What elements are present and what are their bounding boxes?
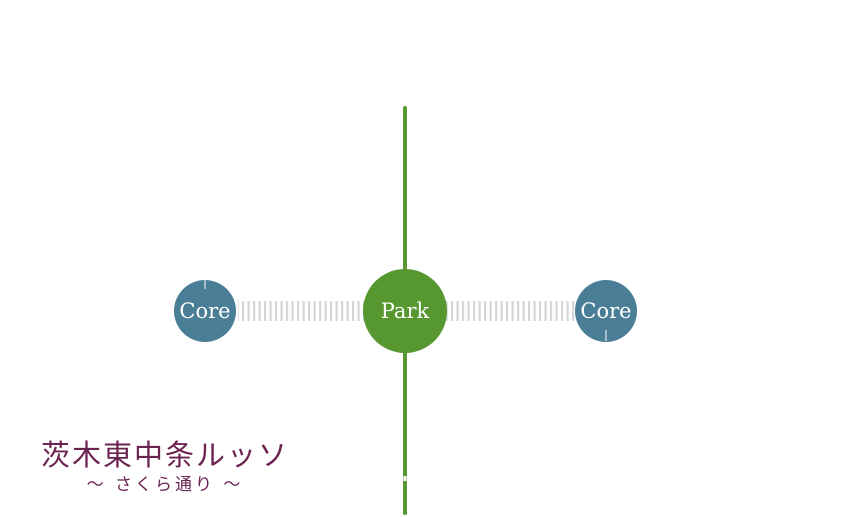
node-park: Park [363, 269, 447, 353]
brand-subtitle: 〜 さくら通り 〜 [86, 475, 244, 495]
brand-logo: 茨木東中条ルッソ 〜 さくら通り 〜 [34, 436, 296, 496]
core-left-label: Core [179, 299, 230, 323]
connector-left [238, 301, 365, 321]
park-label: Park [381, 299, 430, 323]
brand-name: 茨木東中条ルッソ [40, 438, 289, 472]
node-core-left: Core [174, 279, 236, 342]
park-circle [363, 269, 447, 353]
node-core-right: Core [575, 280, 637, 342]
core-right-circle [575, 280, 637, 342]
core-right-label: Core [580, 299, 631, 323]
connector-right [446, 301, 576, 321]
core-left-circle [174, 280, 236, 342]
